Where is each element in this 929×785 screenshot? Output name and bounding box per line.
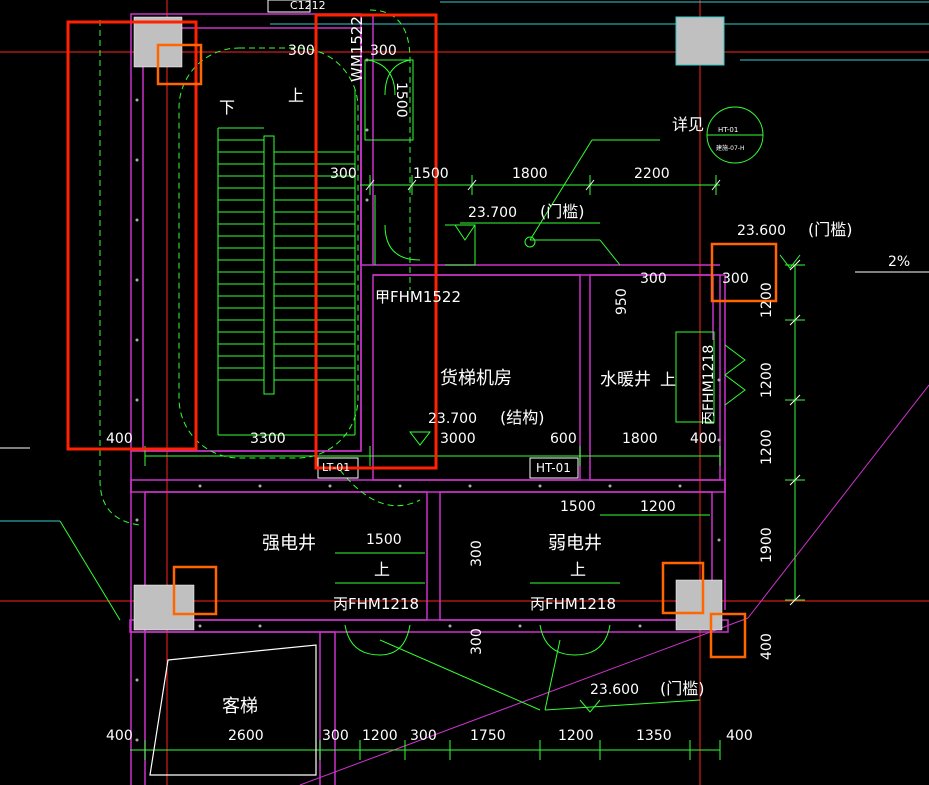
dim-400-left: 400 (106, 431, 133, 447)
door-label-bing-fhm1218-left: 丙FHM1218 (333, 595, 420, 613)
dim-bottom-1750: 1750 (470, 728, 506, 744)
columns (133, 16, 725, 631)
dim-1200-b: 1200 (759, 362, 775, 398)
door-label-wm1522: WM1522 (348, 16, 366, 82)
elevator-cars (149, 644, 317, 776)
dim-bottom-400-left: 400 (106, 728, 133, 744)
note-threshold-a: (门槛) (540, 202, 585, 221)
stair-label-down: 下 (219, 98, 236, 117)
stair (178, 47, 359, 459)
dim-950: 950 (614, 288, 630, 315)
wall-hatch (135, 58, 721, 742)
dim-3000: 3000 (440, 431, 476, 447)
note-threshold-b: (门槛) (808, 220, 853, 239)
dim-1500-strong: 1500 (366, 532, 402, 548)
room-weak-current-shaft: 弱电井 (548, 533, 602, 554)
dim-1200-weak: 1200 (640, 499, 676, 515)
dim-bottom-1350: 1350 (636, 728, 672, 744)
walls (129, 13, 729, 785)
weak-shaft-up: 上 (570, 560, 587, 579)
dim-300-top-a: 300 (288, 43, 315, 59)
door-label-jia-fhm1522: 甲FHM1522 (375, 288, 462, 306)
note-threshold-c: (门槛) (660, 679, 705, 698)
dim-300-right: 300 (640, 271, 667, 287)
dim-300-mid: 300 (330, 166, 357, 182)
dim-1200-c: 1200 (759, 429, 775, 465)
dim-1500-weak: 1500 (560, 499, 596, 515)
dim-bottom-400-right: 400 (726, 728, 753, 744)
dim-1500-vertical: 1500 (393, 82, 409, 118)
elevation-23600-a: 23.600 (737, 223, 786, 239)
dim-300-top-b: 300 (370, 43, 397, 59)
stair-label-up: 上 (288, 86, 305, 105)
note-slope: 2% (888, 254, 911, 270)
callout-ht01-bottom: 建施-07-H (716, 145, 745, 152)
highlight-red-middle-strip (314, 13, 438, 470)
dim-1800-low: 1800 (622, 431, 658, 447)
dim-300-weak-vertical: 300 (469, 540, 485, 567)
dashed-outline (99, 9, 421, 526)
dim-400-low: 400 (690, 431, 717, 447)
door-label-c1212: C1212 (290, 0, 326, 12)
elevation-23700-a: 23.700 (468, 205, 517, 221)
highlight-orange-bottom-right-small (709, 612, 747, 659)
highlight-boxes (66, 13, 778, 659)
dim-bottom-1200-a: 1200 (362, 728, 398, 744)
elevation-23600-b: 23.600 (590, 682, 639, 698)
dim-1500-mid: 1500 (413, 166, 449, 182)
note-see-detail: 详见 (672, 115, 705, 134)
highlight-orange-bottom-left (172, 565, 218, 616)
highlight-orange-top-left (156, 43, 203, 86)
column-stripes (675, 16, 725, 66)
tag-ht01: HT-01 (536, 461, 571, 475)
dim-bottom-1200-b: 1200 (558, 728, 594, 744)
water-shaft-up: 上 (660, 370, 677, 389)
room-water-shaft: 水暖井 (600, 370, 651, 390)
doors (344, 59, 746, 656)
dim-bottom-300-b: 300 (410, 728, 437, 744)
highlight-orange-right-upper (710, 242, 778, 303)
dim-300-right-b: 300 (722, 271, 749, 287)
dim-bottom-2600: 2600 (228, 728, 264, 744)
elevation-23700-b: 23.700 (428, 411, 477, 427)
door-label-bing-fhm1218-right: 丙FHM1218 (701, 344, 717, 425)
note-structure: (结构) (500, 408, 545, 427)
dim-2200: 2200 (634, 166, 670, 182)
dim-3300: 3300 (250, 431, 286, 447)
room-freight-elevator: 货梯机房 (440, 368, 512, 389)
detail-callout (706, 106, 764, 164)
dim-300-low-vertical: 300 (469, 628, 485, 655)
dim-400-right: 400 (759, 633, 775, 660)
strong-shaft-up: 上 (374, 560, 391, 579)
room-strong-current-shaft: 强电井 (262, 533, 316, 554)
dim-600: 600 (550, 431, 577, 447)
dimension-ticks (365, 179, 801, 606)
dimension-lines (59, 139, 805, 760)
highlight-orange-bottom-right (661, 561, 705, 615)
dim-1200-a: 1200 (759, 282, 775, 318)
elevation-markers (408, 224, 801, 713)
door-label-bing-fhm1218-mid: 丙FHM1218 (530, 595, 617, 613)
callout-ht01-top: HT-01 (718, 126, 739, 134)
dim-1900: 1900 (759, 527, 775, 563)
dim-bottom-300-a: 300 (322, 728, 349, 744)
tag-lt01: LT-01 (322, 461, 351, 474)
room-passenger-elevator: 客梯 (222, 696, 258, 717)
dim-1800-mid: 1800 (512, 166, 548, 182)
highlight-red-left-strip (66, 20, 198, 451)
slope-lines (299, 384, 929, 785)
